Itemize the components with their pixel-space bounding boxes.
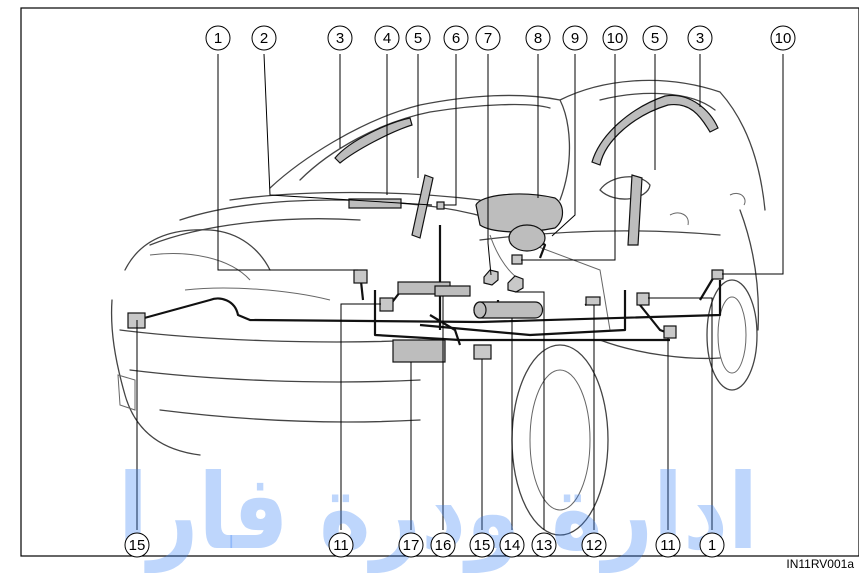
callouts-top: 1 2 3 4 5 6 7 8 9 10 5 3 10	[205, 25, 796, 51]
callout-4: 4	[374, 25, 400, 51]
callout-10-right: 10	[770, 25, 796, 51]
svg-text:11: 11	[333, 537, 349, 554]
callout-16: 16	[430, 532, 456, 558]
leader-lines	[136, 53, 784, 530]
svg-text:4: 4	[383, 30, 391, 47]
callout-2: 2	[251, 25, 277, 51]
callout-9: 9	[562, 25, 588, 51]
svg-text:16: 16	[435, 537, 452, 554]
svg-text:7: 7	[484, 30, 492, 47]
small-sensor-6	[436, 201, 445, 210]
svg-text:10: 10	[775, 30, 792, 47]
svg-text:6: 6	[452, 30, 460, 47]
sensor-10-center	[511, 254, 523, 265]
svg-text:11: 11	[660, 537, 676, 554]
callout-13: 13	[531, 532, 557, 558]
svg-text:12: 12	[586, 537, 603, 554]
callout-5-left: 5	[405, 25, 431, 51]
svg-text:9: 9	[571, 30, 579, 47]
callout-11-left: 11	[328, 532, 354, 558]
curtain-airbag-left	[334, 117, 413, 164]
knee-airbag-right	[434, 285, 471, 297]
side-sensor-left	[379, 297, 394, 312]
callout-11-right: 11	[655, 532, 681, 558]
svg-text:13: 13	[536, 537, 553, 554]
callout-1-top: 1	[205, 25, 231, 51]
svg-text:3: 3	[696, 30, 704, 47]
steering-airbag	[508, 224, 546, 252]
callout-5-right: 5	[642, 25, 668, 51]
svg-text:3: 3	[336, 30, 344, 47]
svg-text:15: 15	[474, 537, 491, 554]
sensor-10-right	[711, 269, 724, 280]
pillar-airbag-right	[627, 174, 643, 246]
svg-text:8: 8	[534, 30, 542, 47]
callout-17: 17	[398, 532, 424, 558]
callout-6: 6	[443, 25, 469, 51]
svg-text:15: 15	[129, 537, 146, 554]
sensor-15-center	[473, 344, 492, 360]
svg-text:1: 1	[708, 537, 716, 554]
callout-1-bottom: 1	[699, 532, 725, 558]
svg-text:17: 17	[403, 537, 420, 554]
svg-text:5: 5	[414, 30, 422, 47]
callout-3-right: 3	[687, 25, 713, 51]
svg-text:2: 2	[260, 30, 268, 47]
callouts-bottom: 15 11 17 16 15 14 13 12 11 1	[124, 532, 725, 558]
sensor-11-right	[663, 325, 677, 339]
front-sensor-left	[353, 269, 368, 284]
figure-reference-code: IN11RV001a	[786, 557, 854, 571]
pretensioner-7	[483, 269, 499, 286]
svg-text:5: 5	[651, 30, 659, 47]
callout-8: 8	[525, 25, 551, 51]
svg-text:14: 14	[504, 537, 521, 554]
passenger-airbag	[475, 193, 564, 233]
callout-3-left: 3	[327, 25, 353, 51]
callout-15-center: 15	[469, 532, 495, 558]
callout-15-left: 15	[124, 532, 150, 558]
sensor-1-right	[636, 292, 650, 306]
svg-text:10: 10	[607, 30, 624, 47]
svg-text:1: 1	[214, 30, 222, 47]
callout-7: 7	[475, 25, 501, 51]
callout-14: 14	[499, 532, 525, 558]
sensor-12	[585, 296, 601, 306]
callout-10-center: 10	[602, 25, 628, 51]
callout-12: 12	[581, 532, 607, 558]
airbag-ecu	[392, 339, 446, 363]
pretensioner-13	[507, 275, 524, 293]
vehicle-outline	[110, 79, 766, 536]
pillar-airbag-left	[411, 174, 434, 239]
